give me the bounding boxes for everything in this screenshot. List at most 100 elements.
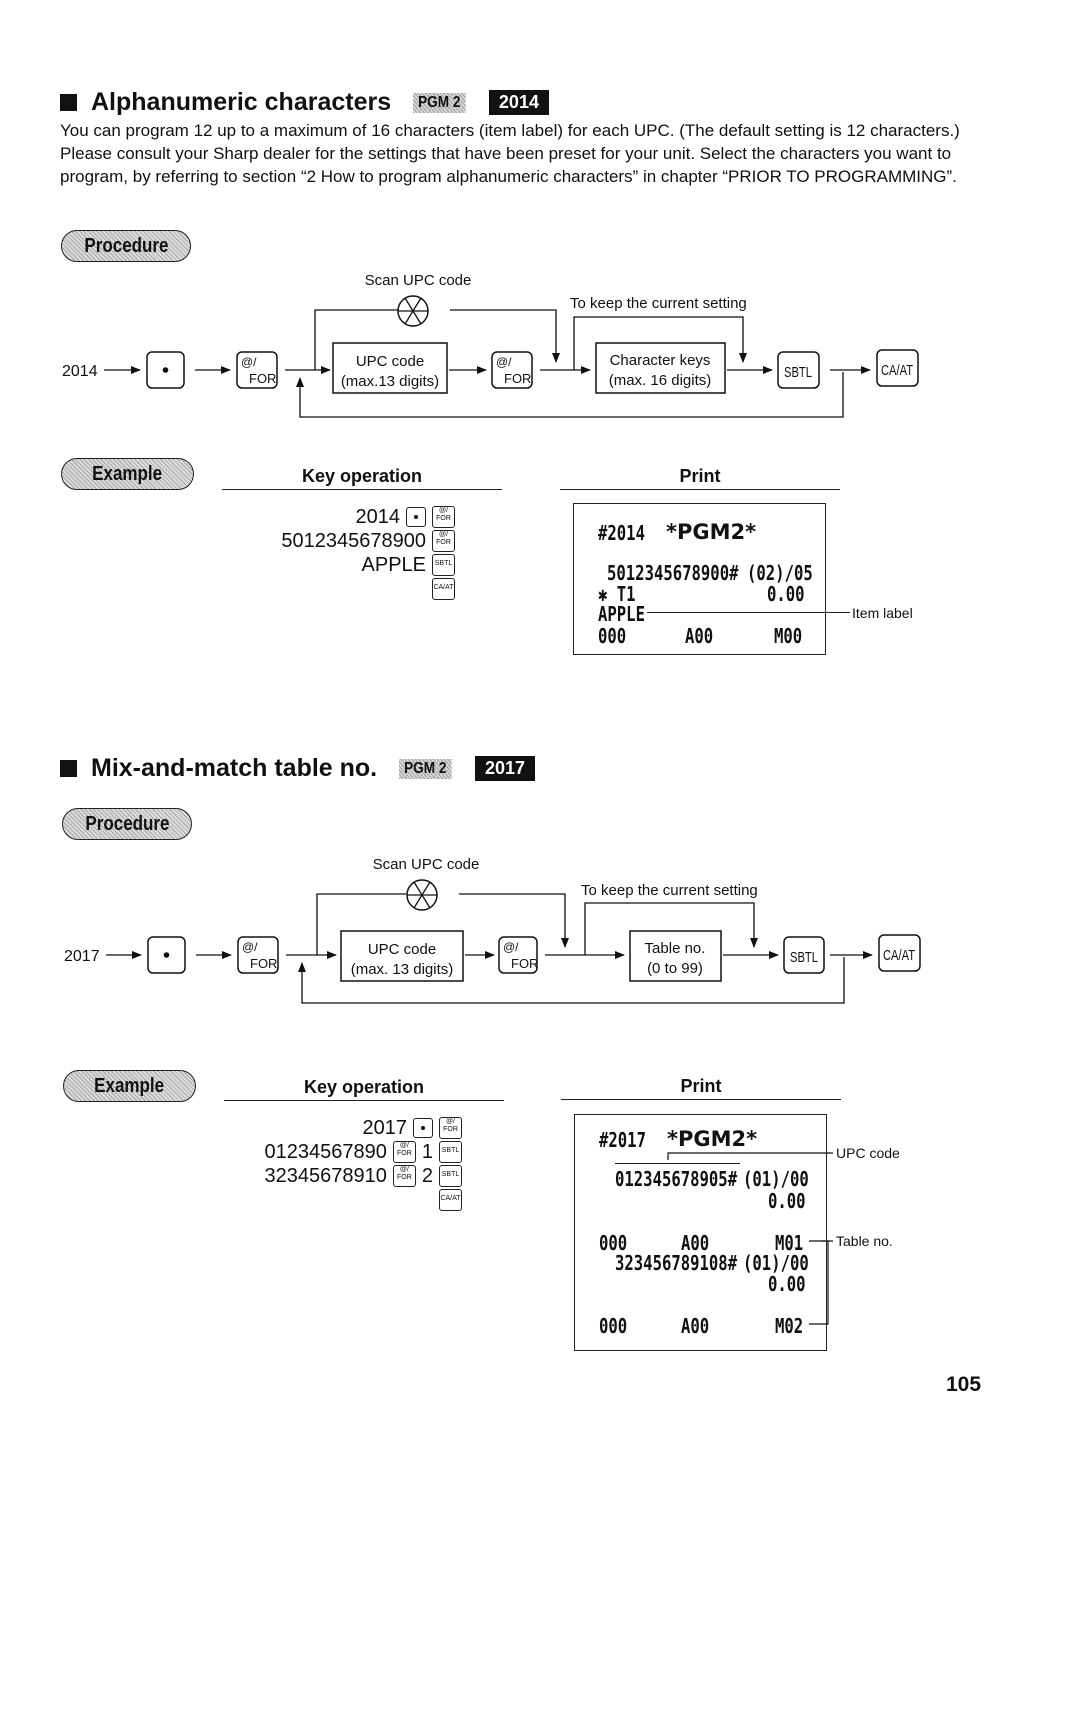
section-heading-alphanumeric: Alphanumeric characters PGM 2 2014 [60, 88, 549, 117]
ca-at-key-label: CA/AT [883, 947, 915, 964]
receipt-job-code: #2014 [598, 521, 645, 545]
sbtl-key: SBTL [439, 1165, 462, 1187]
receipt-upc: 5012345678900# [607, 561, 739, 585]
at-for-key [236, 351, 278, 389]
table-no-annotation: Table no. [836, 1233, 893, 1249]
receipt-upc: 323456789108# [615, 1251, 738, 1275]
sbtl-key [783, 936, 825, 974]
ca-at-key: CA/AT [439, 1189, 462, 1211]
key-op-table-no: 1 [421, 1141, 433, 1163]
at-for-key-bottom: FOR [504, 371, 531, 386]
receipt-footer: 000 [598, 624, 627, 648]
procedure-label: Procedure [62, 808, 192, 840]
at-for-key-bottom: FOR [250, 956, 277, 971]
ca-at-key: CA/AT [432, 578, 455, 600]
receipt-mode: *PGM2* [666, 520, 757, 544]
receipt-item-label: APPLE [598, 602, 645, 626]
at-for-key: @/FOR [392, 1141, 416, 1163]
scan-return-line [459, 893, 569, 948]
receipt-price: 0.00 [768, 1272, 806, 1296]
key-op-row: 32345678910 @/FOR 2 SBTL [230, 1164, 462, 1188]
dot-key [406, 507, 426, 527]
key-op-table-no: 2 [421, 1165, 433, 1187]
at-for-key-top: @/ [503, 940, 519, 954]
procedure-flow-diagram-2017: 2017 @/ FOR Scan UPC code UPC code (max.… [64, 856, 921, 1004]
receipt-upc-suffix: (01)/00 [743, 1251, 809, 1275]
upc-code-box [340, 930, 464, 982]
key-op-row: CA/AT [230, 577, 455, 601]
char-box-line1: Character keys [610, 352, 711, 369]
key-op-row: CA/AT [230, 1188, 462, 1212]
at-for-key [498, 936, 538, 974]
section-heading-mix-and-match: Mix-and-match table no. PGM 2 2017 [60, 754, 535, 783]
at-for-key [491, 351, 533, 389]
upc-leader-line [667, 1152, 833, 1160]
upc-box-line2: (max.13 digits) [341, 373, 439, 390]
scan-branch-line [314, 309, 398, 370]
at-for-key: @/FOR [432, 530, 455, 552]
receipt-upc: 012345678905# [615, 1167, 738, 1191]
key-op-row: APPLE SBTL [230, 553, 455, 577]
character-keys-box [595, 342, 726, 394]
receipt-tax: ✱ T1 [598, 582, 636, 606]
receipt-footer: A00 [681, 1314, 710, 1338]
key-op-row: 2014 @/FOR [230, 505, 455, 529]
receipt-footer: A00 [685, 624, 714, 648]
mode-badge-pgm2: PGM 2 [399, 758, 452, 779]
sbtl-key-label: SBTL [784, 364, 812, 381]
keep-setting-line [573, 316, 747, 370]
scan-branch-line [316, 893, 406, 955]
char-box-line2: (max. 16 digits) [609, 372, 712, 389]
table-box-line1: Table no. [645, 940, 706, 957]
dot-key-glyph [163, 952, 170, 958]
receipt-job-code: #2017 [599, 1128, 646, 1152]
page-number: 105 [946, 1373, 982, 1396]
at-for-key-top: @/ [496, 355, 512, 369]
key-operation-list: 2014 @/FOR 5012345678900 @/FOR APPLE SBT… [230, 505, 455, 601]
key-op-value: 5012345678900 [281, 530, 426, 552]
heading-bullet-square [60, 94, 77, 111]
receipt-price: 0.00 [767, 582, 805, 606]
receipt-table-no: M02 [775, 1314, 804, 1338]
receipt-footer: A00 [681, 1231, 710, 1255]
at-for-key-bottom: FOR [249, 371, 276, 386]
receipt-upc-suffix: (01)/00 [743, 1167, 809, 1191]
upc-code-box [332, 342, 448, 394]
sbtl-key: SBTL [432, 554, 455, 576]
at-for-key-top: @/ [242, 940, 258, 954]
upc-box-line1: UPC code [356, 353, 424, 370]
scanner-icon [404, 297, 422, 325]
at-for-key: @/FOR [439, 1117, 462, 1139]
scan-return-line [450, 309, 560, 363]
key-op-value: 2014 [355, 506, 401, 528]
scanner-icon [413, 881, 431, 909]
receipt-table-no: M01 [775, 1231, 804, 1255]
sbtl-key-label: SBTL [790, 949, 818, 966]
key-operation-header: Key operation [222, 466, 502, 490]
upc-code-annotation: UPC code [836, 1145, 900, 1161]
keep-setting-line [584, 902, 758, 955]
table-no-box [629, 930, 722, 982]
keep-setting-label: To keep the current setting [570, 295, 747, 312]
table-box-line2: (0 to 99) [647, 960, 703, 977]
receipt-2014: #2014 *PGM2* 5012345678900# (02)/05 ✱ T1… [573, 503, 826, 655]
receipt-price: 0.00 [768, 1189, 806, 1213]
mode-badge-pgm2: PGM 2 [413, 92, 466, 113]
job-code-badge: 2014 [488, 90, 549, 115]
print-header: Print [560, 466, 840, 490]
annotation-leader-lines [667, 1152, 833, 1325]
key-op-value: 32345678910 [264, 1165, 387, 1187]
ca-at-key [878, 934, 921, 972]
procedure-flow-diagram-2014: 2014 @/ FOR Scan UPC code UPC code (max.… [62, 272, 919, 418]
keep-setting-label: To keep the current setting [581, 882, 758, 899]
sbtl-key: SBTL [439, 1141, 462, 1163]
heading-bullet-square [60, 760, 77, 777]
scan-upc-label: Scan UPC code [365, 272, 472, 289]
item-label-leader-line [647, 612, 850, 613]
upc-box-line1: UPC code [368, 941, 436, 958]
example-label: Example [61, 458, 194, 490]
job-code-badge: 2017 [474, 756, 535, 781]
key-op-value: APPLE [361, 554, 426, 576]
section-title: Alphanumeric characters [91, 88, 392, 116]
key-op-row: 2017 @/FOR [230, 1116, 462, 1140]
